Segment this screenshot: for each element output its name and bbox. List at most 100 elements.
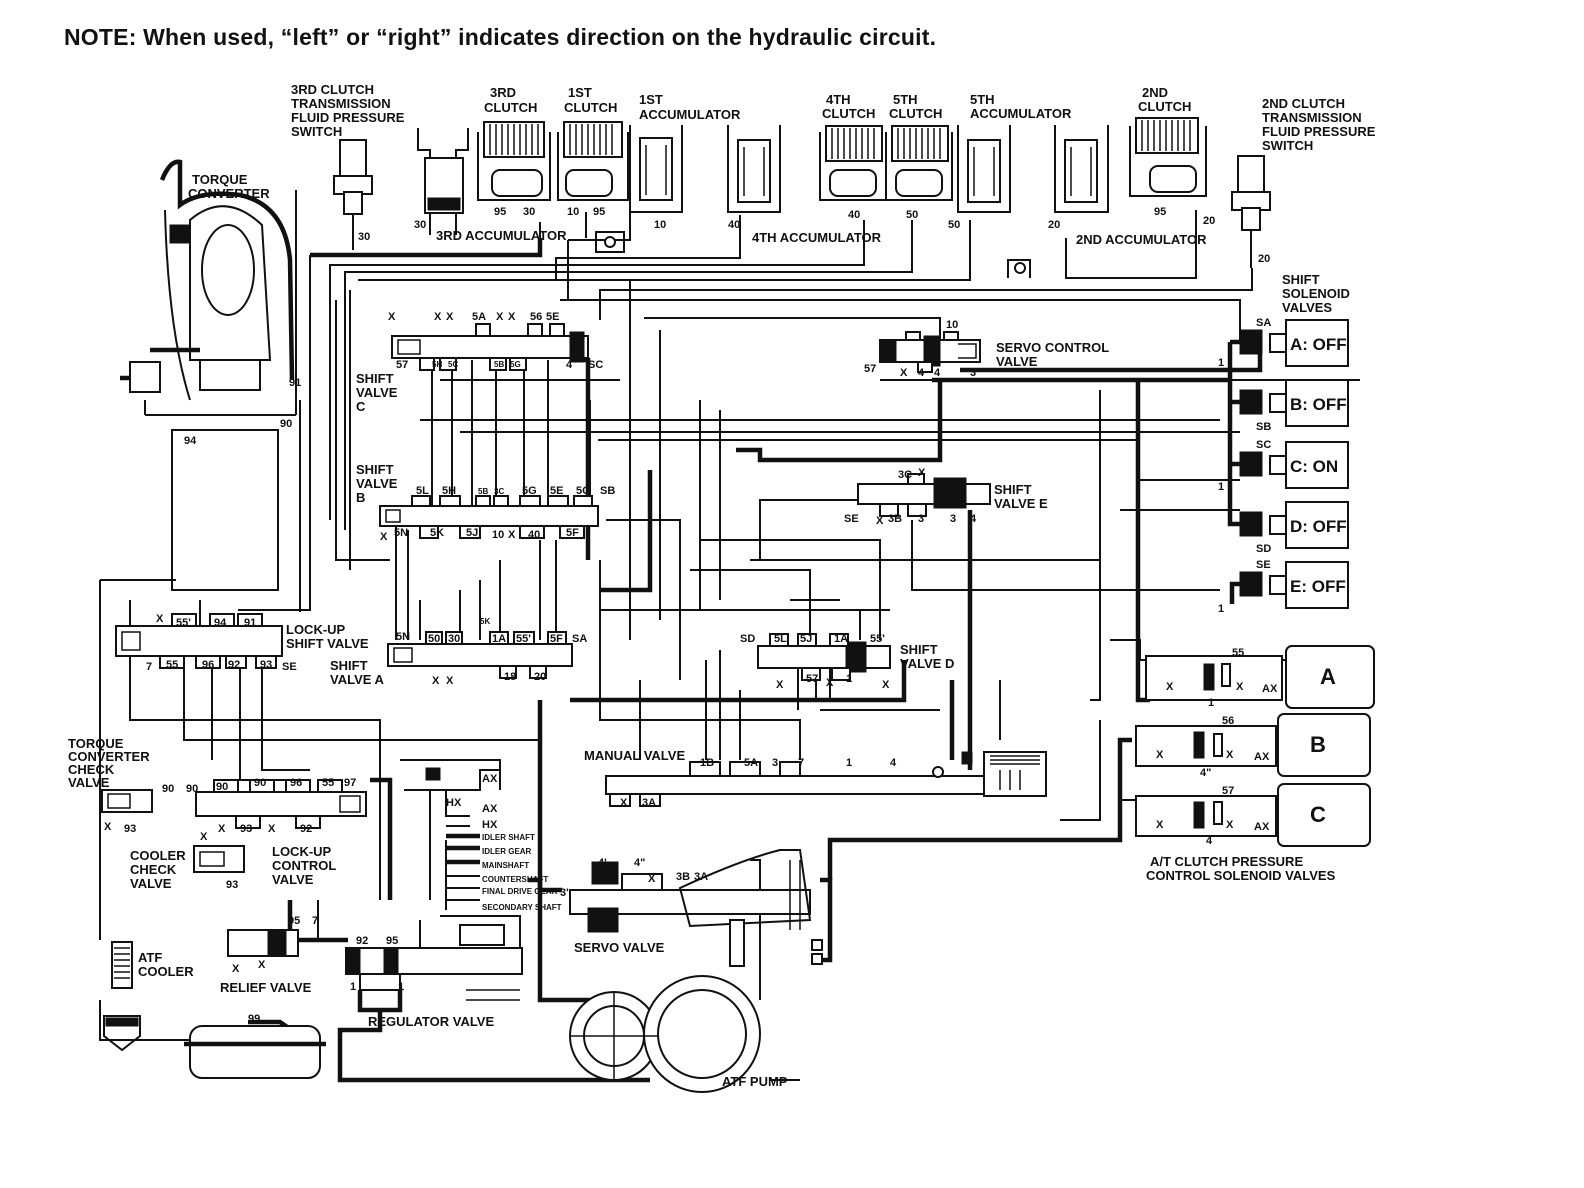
second-clutch-pressure-switch xyxy=(1231,155,1271,268)
shift-valve-a-label: SHIFT VALVE A xyxy=(330,658,385,687)
svg-text:VALVE: VALVE xyxy=(130,876,172,891)
shift-valve-e xyxy=(857,473,991,517)
svg-text:X: X xyxy=(648,873,656,885)
svg-text:5J: 5J xyxy=(800,633,812,645)
svg-text:B: B xyxy=(1310,732,1326,757)
svg-text:LOCK-UP: LOCK-UP xyxy=(286,622,346,637)
svg-text:5G: 5G xyxy=(522,485,537,497)
svg-text:HX: HX xyxy=(446,797,462,809)
fourth-accumulator xyxy=(727,125,781,213)
atf-pump-label: ATF PUMP xyxy=(722,1074,788,1089)
svg-text:90: 90 xyxy=(254,777,266,789)
shift-valve-b-ports: 5L 5H 5B 3C 5G 5E 5C SB X 5N 5K 5J 10 X … xyxy=(380,485,615,543)
svg-text:X: X xyxy=(232,963,240,975)
manual-valve xyxy=(605,751,1047,807)
svg-text:4: 4 xyxy=(890,757,897,769)
svg-text:1ST: 1ST xyxy=(639,92,663,107)
svg-text:FLUID PRESSURE: FLUID PRESSURE xyxy=(291,110,405,125)
svg-text:55': 55' xyxy=(870,633,885,645)
svg-text:LOCK-UP: LOCK-UP xyxy=(272,844,332,859)
svg-text:94: 94 xyxy=(214,617,227,629)
svg-text:90: 90 xyxy=(162,783,174,795)
svg-text:X: X xyxy=(434,311,442,323)
svg-text:VALVE: VALVE xyxy=(356,476,398,491)
svg-text:5F: 5F xyxy=(566,527,579,539)
svg-text:3': 3' xyxy=(918,513,927,525)
solenoid-e: E: OFF SE 1 xyxy=(1218,559,1349,615)
svg-text:1: 1 xyxy=(398,981,404,993)
svg-text:VALVE: VALVE xyxy=(356,385,398,400)
fourth-accumulator-label: 4TH ACCUMULATOR xyxy=(752,230,882,245)
svg-text:5TH: 5TH xyxy=(970,92,995,107)
shift-valve-a-ports: 5N 50 30 5K 1A 55' 5F SA X X 18 20 xyxy=(396,617,587,687)
pressure-solenoid-a: A X X AX 55 1 xyxy=(1145,645,1375,709)
svg-text:7: 7 xyxy=(146,661,152,673)
svg-text:1: 1 xyxy=(1218,357,1224,369)
svg-text:CONVERTER: CONVERTER xyxy=(188,186,270,201)
lower-left-ports: 90 90 90 90 96 55 97 X 93 X X 93 X 92 93 xyxy=(104,777,356,891)
svg-text:SHIFT: SHIFT xyxy=(900,642,938,657)
svg-text:3A: 3A xyxy=(694,871,708,883)
svg-text:4: 4 xyxy=(566,359,573,371)
svg-text:X: X xyxy=(826,677,834,689)
svg-text:30: 30 xyxy=(358,231,370,243)
svg-text:B: OFF: B: OFF xyxy=(1290,395,1347,414)
svg-text:ACCUMULATOR: ACCUMULATOR xyxy=(639,107,741,122)
svg-text:AX: AX xyxy=(482,803,498,815)
cooler-check-valve xyxy=(193,845,245,873)
svg-text:CLUTCH: CLUTCH xyxy=(1138,99,1191,114)
svg-text:4: 4 xyxy=(970,513,977,525)
svg-text:30: 30 xyxy=(414,219,426,231)
svg-text:SA: SA xyxy=(572,633,587,645)
svg-text:5C: 5C xyxy=(448,360,458,369)
svg-text:X: X xyxy=(1156,749,1164,761)
fifth-accumulator-label: 5TH ACCUMULATOR xyxy=(970,92,1072,121)
servo-valve-ports: 4' 4" X 3B 3A 3' xyxy=(560,857,708,899)
svg-text:4: 4 xyxy=(918,367,925,379)
svg-text:VALVE: VALVE xyxy=(272,872,314,887)
svg-text:X: X xyxy=(446,311,454,323)
servo-valve-label: SERVO VALVE xyxy=(574,940,665,955)
svg-text:1: 1 xyxy=(350,981,356,993)
solenoid-b: B: OFF SB xyxy=(1239,379,1349,433)
shift-valve-d-ports: SD 5L 5J 1A 55' X 57 X 1 X xyxy=(740,633,890,691)
shift-valve-b-label: SHIFT VALVE B xyxy=(356,462,398,505)
svg-text:1B: 1B xyxy=(700,757,714,769)
second-accumulator-label: 2ND ACCUMULATOR xyxy=(1076,232,1207,247)
hydraulic-note: NOTE: When used, “left” or “right” indic… xyxy=(64,24,937,50)
svg-text:X: X xyxy=(380,531,388,543)
second-clutch-label: 2ND CLUTCH xyxy=(1138,85,1191,114)
svg-text:SB: SB xyxy=(1256,421,1271,433)
svg-text:X: X xyxy=(1156,819,1164,831)
svg-text:VALVE E: VALVE E xyxy=(994,496,1048,511)
svg-text:5F: 5F xyxy=(550,633,563,645)
shift-valve-e-ports: 3C X SE X 3B 3' 3 4 xyxy=(844,467,977,527)
svg-text:ATF: ATF xyxy=(138,950,162,965)
svg-text:X: X xyxy=(1226,749,1234,761)
svg-text:X: X xyxy=(104,821,112,833)
svg-text:X: X xyxy=(508,311,516,323)
svg-text:3RD CLUTCH: 3RD CLUTCH xyxy=(291,82,374,97)
pressure-solenoid-c: C X X AX 57 4 xyxy=(1135,783,1371,847)
svg-text:30: 30 xyxy=(523,206,535,218)
svg-text:SHIFT: SHIFT xyxy=(356,371,394,386)
fourth-clutch xyxy=(819,125,887,201)
solenoid-d: D: OFF SD xyxy=(1239,501,1349,555)
svg-text:92: 92 xyxy=(228,659,240,671)
manual-valve-ports: 1B 5A 3 7 1 4 X 3A xyxy=(620,757,897,809)
svg-text:93: 93 xyxy=(124,823,136,835)
svg-text:1A: 1A xyxy=(834,633,848,645)
svg-text:X: X xyxy=(496,311,504,323)
svg-text:SWITCH: SWITCH xyxy=(291,124,342,139)
svg-text:5L: 5L xyxy=(416,485,429,497)
torque-converter-label: TORQUE CONVERTER xyxy=(188,172,270,201)
svg-text:X: X xyxy=(156,613,164,625)
svg-text:SHIFT: SHIFT xyxy=(1282,272,1320,287)
third-clutch-pressure-switch-label: 3RD CLUTCH TRANSMISSION FLUID PRESSURE S… xyxy=(291,82,405,139)
svg-text:5A: 5A xyxy=(472,311,486,323)
first-clutch-label: 1ST CLUTCH xyxy=(564,85,617,115)
svg-text:SA: SA xyxy=(1256,317,1271,329)
first-clutch xyxy=(557,121,629,201)
svg-text:3C: 3C xyxy=(494,487,504,496)
